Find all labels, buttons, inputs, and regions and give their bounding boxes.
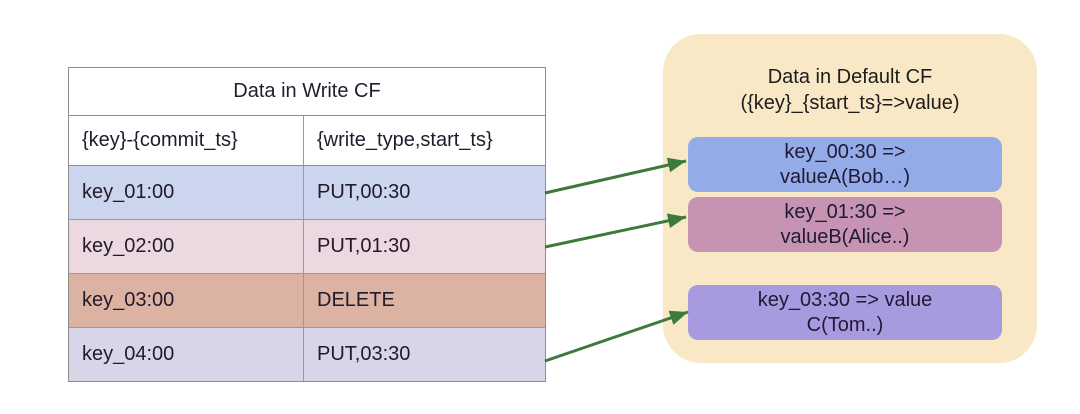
- row-key-cell: key_01:00: [69, 166, 304, 219]
- row-value-cell: PUT,01:30: [317, 235, 411, 257]
- table-row: key_02:00 PUT,01:30: [69, 220, 545, 274]
- entry-line2: valueB(Alice..): [780, 225, 910, 248]
- table-row: key_04:00 PUT,03:30: [69, 328, 545, 381]
- write-cf-table: Data in Write CF {key}-{commit_ts} {writ…: [68, 67, 546, 382]
- entry-line1: key_01:30 =>: [784, 200, 906, 223]
- entry-line1: key_00:30 =>: [784, 140, 906, 163]
- row-key-cell: key_04:00: [69, 328, 304, 381]
- row-value-cell: PUT,00:30: [317, 181, 411, 203]
- entry-line1: key_03:30 => value: [757, 288, 933, 311]
- table-row: key_01:00 PUT,00:30: [69, 166, 545, 220]
- default-cf-entry: key_01:30 => valueB(Alice..): [688, 197, 1002, 252]
- default-cf-panel: Data in Default CF ({key}_{start_ts}=>va…: [663, 34, 1037, 363]
- table-row: key_03:00 DELETE: [69, 274, 545, 328]
- write-cf-col-header-key: {key}-{commit_ts}: [69, 116, 304, 165]
- write-cf-table-title: Data in Write CF: [69, 68, 545, 116]
- row-key-cell: key_02:00: [69, 220, 304, 273]
- row-key-cell: key_03:00: [69, 274, 304, 327]
- write-cf-col-header-value: {write_type,start_ts}: [317, 129, 493, 151]
- default-cf-entry: key_03:30 => value C(Tom..): [688, 285, 1002, 340]
- row-value-cell: DELETE: [317, 289, 395, 311]
- default-cf-title: Data in Default CF: [767, 66, 933, 88]
- row-value-cell: PUT,03:30: [317, 343, 411, 365]
- default-cf-entry: key_00:30 => valueA(Bob…): [688, 137, 1002, 192]
- write-cf-header-row: {key}-{commit_ts} {write_type,start_ts}: [69, 116, 545, 166]
- entry-line2: C(Tom..): [806, 313, 884, 336]
- default-cf-subtitle: ({key}_{start_ts}=>value): [740, 92, 960, 114]
- entry-line2: valueA(Bob…): [779, 165, 911, 188]
